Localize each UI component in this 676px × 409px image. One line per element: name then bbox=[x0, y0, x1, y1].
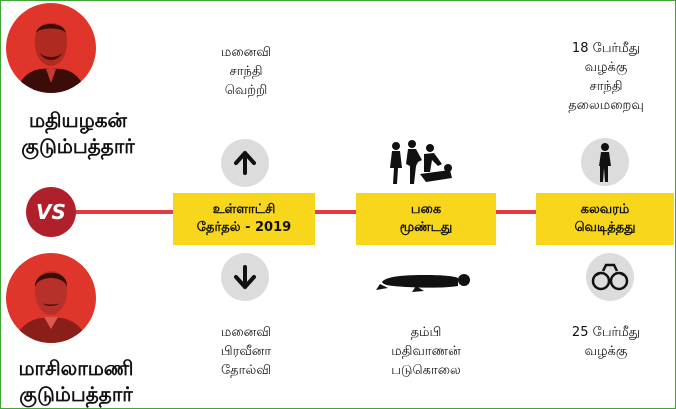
event1-bottom-text: மனைவி பிரவீனா தோல்வி bbox=[220, 325, 272, 378]
lying-body-icon bbox=[376, 274, 470, 292]
top-family-name-line2: குடும்பத்தார் bbox=[21, 134, 135, 158]
timeline-line-3 bbox=[495, 210, 537, 214]
event1-top-circle bbox=[221, 139, 269, 187]
top-family-avatar bbox=[6, 3, 96, 93]
event3-box-line1: கலவரம் bbox=[580, 202, 630, 217]
top-family-name-line1: மதியழகன் bbox=[29, 108, 127, 132]
event1-top-text: மனைவி சாந்தி வெற்றி bbox=[220, 45, 272, 98]
bottom-family-name-line1: மாசிலாமணி bbox=[18, 356, 134, 380]
handcuffs-icon bbox=[591, 263, 629, 291]
event1-box-line1: உள்ளாட்சி bbox=[212, 202, 276, 217]
event2-box-line2: மூண்டது bbox=[399, 220, 453, 235]
timeline-line-2 bbox=[315, 210, 357, 214]
event1-box-line2: தேர்தல் - 2019 bbox=[196, 220, 292, 235]
arrow-up-icon bbox=[234, 151, 256, 175]
event2-bottom-text: தம்பி மதிவாணன் படுகொலை bbox=[391, 325, 461, 378]
man-portrait-icon bbox=[14, 271, 88, 343]
event3-box: கலவரம் வெடித்தது bbox=[536, 193, 674, 245]
vs-badge: VS bbox=[26, 187, 76, 237]
event3-bottom-text: 25 பேர்மீது வழக்கு bbox=[571, 325, 641, 359]
event3-top-text: 18 பேர்மீது வழக்கு சாந்தி தலைமறைவு bbox=[568, 41, 644, 113]
bottom-family-avatar bbox=[6, 253, 96, 343]
event3-bottom-circle bbox=[586, 253, 634, 301]
event1-bottom-circle bbox=[221, 253, 269, 301]
event3-top-circle bbox=[581, 138, 629, 186]
man-portrait-icon bbox=[16, 23, 86, 93]
event2-box-line1: பகை bbox=[410, 202, 442, 217]
arrow-down-icon bbox=[234, 265, 256, 289]
top-family-name: மதியழகன் குடும்பத்தார் bbox=[3, 107, 153, 159]
person-icon bbox=[599, 143, 611, 182]
event1-box: உள்ளாட்சி தேர்தல் - 2019 bbox=[173, 193, 315, 245]
bottom-family-name: மாசிலாமணி குடும்பத்தார் bbox=[1, 355, 151, 407]
event3-box-line2: வெடித்தது bbox=[574, 220, 636, 235]
timeline-line-1 bbox=[76, 210, 176, 214]
fight-icon bbox=[390, 140, 452, 184]
bottom-family-name-line2: குடும்பத்தார் bbox=[19, 382, 133, 406]
event2-box: பகை மூண்டது bbox=[356, 193, 496, 245]
